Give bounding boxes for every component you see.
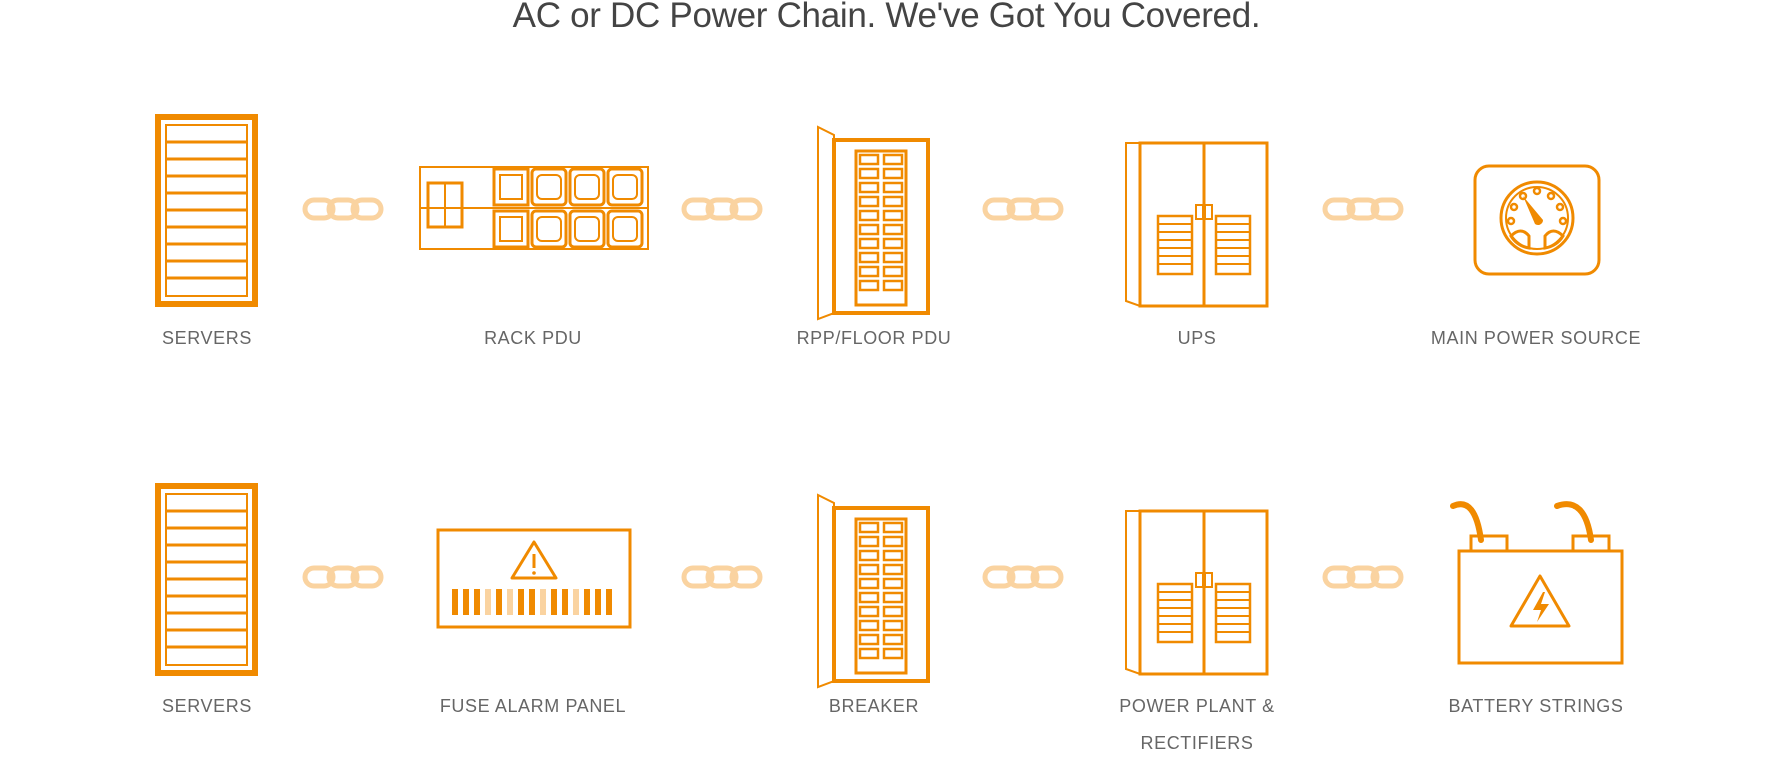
chain-link-icon: [1323, 196, 1403, 222]
dc-servers: [155, 483, 258, 681]
ac-rack-pdu-label: RACK PDU: [484, 328, 582, 348]
dc-breaker-label: BREAKER: [828, 696, 920, 716]
dc-breaker: [816, 493, 932, 694]
breaker-cabinet-icon: [816, 493, 930, 689]
ac-main-power-source: [1473, 164, 1601, 281]
ac-main-power-label: MAIN POWER SOURCE: [1430, 328, 1642, 348]
battery-icon: [1450, 501, 1624, 665]
chain-link-icon: [983, 564, 1063, 590]
floor-pdu-cabinet-icon: [816, 125, 930, 321]
ac-ups-label: UPS: [1177, 328, 1217, 348]
dc-power-plant: [1124, 509, 1270, 682]
dc-power-plant-label: POWER PLANT &: [1119, 696, 1275, 716]
ac-rack-pdu: [418, 163, 650, 258]
server-rack-icon: [155, 114, 258, 307]
ac-ups: [1124, 141, 1270, 314]
chain-link-icon: [983, 196, 1063, 222]
ac-servers: [155, 114, 258, 312]
ac-rpp-floor-pdu: [816, 125, 932, 326]
chain-link-icon: [682, 196, 762, 222]
ac-servers-label: SERVERS: [162, 328, 252, 348]
dc-power-plant-label-line2: RECTIFIERS: [1140, 733, 1254, 753]
power-plant-cabinet-icon: [1124, 509, 1269, 676]
ac-rpp-label: RPP/FLOOR PDU: [796, 328, 952, 348]
dc-servers-label: SERVERS: [162, 696, 252, 716]
server-rack-icon: [155, 483, 258, 676]
dc-fuse-alarm-panel: [436, 528, 632, 634]
ups-cabinet-icon: [1124, 141, 1269, 308]
chain-link-icon: [303, 564, 383, 590]
rack-pdu-icon: [419, 166, 649, 250]
chain-link-icon: [1323, 564, 1403, 590]
dc-battery-strings: [1445, 496, 1625, 671]
chain-link-icon: [682, 564, 762, 590]
power-meter-icon: [1473, 164, 1601, 276]
dc-battery-label: BATTERY STRINGS: [1448, 696, 1624, 716]
chain-link-icon: [303, 196, 383, 222]
page-title: AC or DC Power Chain. We've Got You Cove…: [512, 0, 1261, 35]
dc-fuse-alarm-label: FUSE ALARM PANEL: [439, 696, 627, 716]
fuse-alarm-panel-icon: [436, 528, 632, 629]
